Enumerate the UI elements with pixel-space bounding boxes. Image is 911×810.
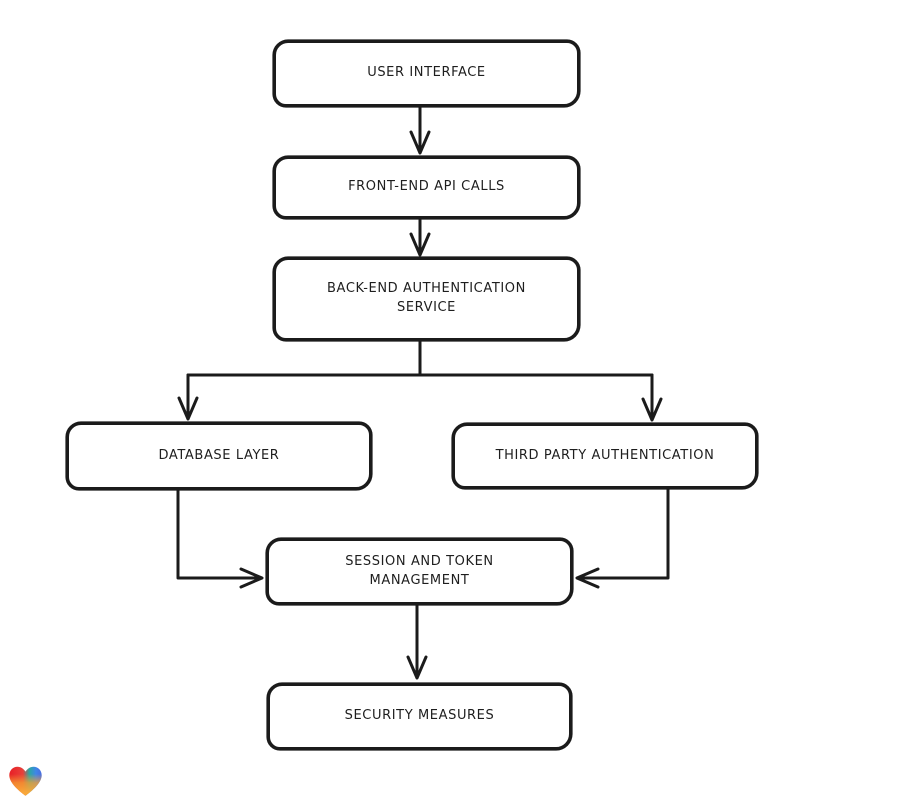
node-label: USER INTERFACE bbox=[367, 65, 486, 81]
arrowhead-icon bbox=[406, 655, 428, 680]
edge-line bbox=[577, 487, 670, 580]
arrowhead-icon bbox=[575, 567, 600, 589]
node-database-layer[interactable]: DATABASE LAYER bbox=[66, 422, 372, 490]
node-label: THIRD PARTY AUTHENTICATION bbox=[495, 447, 715, 463]
node-label: FRONT-END API CALLS bbox=[348, 179, 505, 195]
node-label: DATABASE LAYER bbox=[158, 447, 280, 463]
node-security-measures[interactable]: SECURITY MEASURES bbox=[267, 683, 572, 750]
node-front-end-api-calls[interactable]: FRONT-END API CALLS bbox=[273, 156, 580, 219]
node-label: BACK-END AUTHENTICATION SERVICE bbox=[327, 281, 526, 315]
node-session-and-token-management[interactable]: SESSION AND TOKEN MANAGEMENT bbox=[266, 538, 573, 605]
arrowhead-icon bbox=[177, 396, 199, 421]
node-third-party-authentication[interactable]: THIRD PARTY AUTHENTICATION bbox=[452, 423, 758, 489]
node-user-interface[interactable]: USER INTERFACE bbox=[273, 40, 580, 107]
arrowhead-icon bbox=[641, 397, 663, 422]
node-label: SECURITY MEASURES bbox=[344, 708, 495, 724]
edge-line bbox=[176, 488, 262, 580]
eraser-heart-logo bbox=[7, 762, 44, 800]
node-back-end-authentication-service[interactable]: BACK-END AUTHENTICATION SERVICE bbox=[273, 257, 580, 341]
arrowhead-icon bbox=[409, 232, 431, 257]
node-label: SESSION AND TOKEN MANAGEMENT bbox=[345, 553, 494, 588]
arrowhead-icon bbox=[239, 567, 264, 589]
arrowhead-icon bbox=[409, 130, 431, 155]
